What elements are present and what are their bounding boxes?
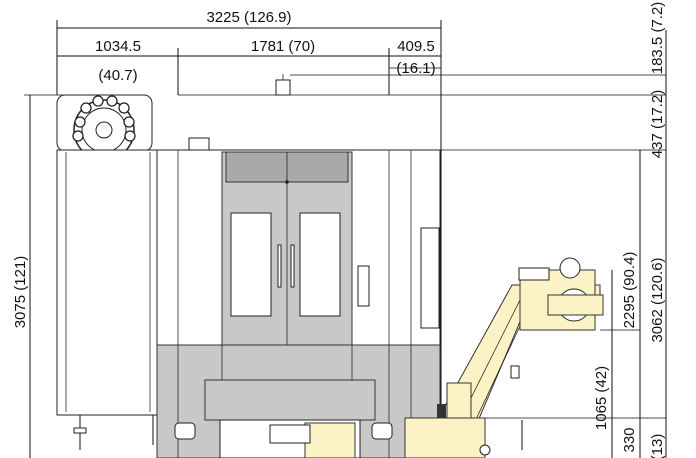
coolant-tank bbox=[304, 422, 356, 458]
middle-width-label: 1781 (70) bbox=[251, 38, 315, 55]
left-cabinet bbox=[56, 149, 158, 416]
control-panel bbox=[420, 227, 440, 329]
base-plinth bbox=[204, 379, 376, 421]
right-width-mm-label: 409.5 bbox=[397, 38, 435, 55]
side-panel-window bbox=[357, 265, 370, 307]
left-width-in-label: (40.7) bbox=[98, 67, 137, 84]
right-door-window bbox=[299, 212, 341, 317]
cover-height-label: 437 (17.2) bbox=[649, 90, 666, 158]
right-width-in-label: (16.1) bbox=[396, 60, 435, 77]
left-door-window bbox=[230, 212, 272, 317]
overall-height-label: 3075 (121) bbox=[12, 256, 29, 329]
top-clearance-label: 183.5 (7.2) bbox=[649, 2, 666, 75]
conveyor-height-a-label: 2295 (90.4) bbox=[621, 252, 638, 329]
chip-conveyor bbox=[404, 257, 604, 458]
overall-width-label: 3225 (126.9) bbox=[206, 9, 291, 26]
left-width-mm-label: 1034.5 bbox=[95, 38, 141, 55]
conveyor-base bbox=[404, 417, 486, 458]
conveyor-tank bbox=[446, 382, 472, 419]
conveyor-height-b-label: 3062 (120.6) bbox=[649, 257, 666, 342]
floor-gap-in-label: (13) bbox=[649, 434, 666, 458]
conveyor-low-label: 1065 (42) bbox=[593, 366, 610, 430]
machine-body bbox=[56, 74, 441, 458]
floor-gap-mm-label: 330 bbox=[621, 427, 638, 452]
dimension-labels: 3225 (126.9) 1034.5 (40.7) 1781 (70) 409… bbox=[12, 2, 666, 458]
